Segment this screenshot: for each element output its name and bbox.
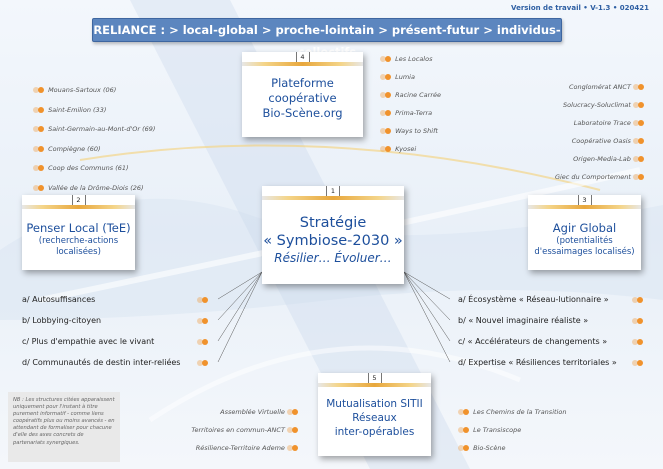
bullet-icon — [287, 445, 300, 451]
strategie-line1: Stratégie — [299, 215, 367, 231]
agir-title: Agir Global — [552, 221, 617, 235]
plateforme-box: 4 Plateforme coopérative Bio-Scène.org — [242, 52, 363, 137]
bullet-icon — [197, 360, 210, 366]
list-item: Saint-Germain-au-Mont-d'Or (69) — [33, 125, 155, 133]
bullet-icon — [33, 146, 46, 152]
right-strategy-d: d/ Expertise « Résiliences territoriales… — [458, 358, 617, 367]
penser-sub2: localisées) — [56, 247, 101, 257]
bullet-icon — [633, 156, 646, 162]
penser-sub1: (recherche-actions — [38, 236, 119, 246]
bullet-icon — [380, 92, 393, 98]
penser-local-box: 2 Penser Local (TeE) (recherche-actions … — [22, 195, 135, 270]
agir-sub1: (potentialités — [556, 236, 613, 246]
bullet-icon — [380, 110, 393, 116]
list-item: Lumia — [380, 73, 415, 81]
bullet-icon — [33, 165, 46, 171]
bullet-icon — [33, 185, 46, 191]
list-item: Coop des Communs (61) — [33, 164, 129, 172]
bullet-icon — [632, 297, 645, 303]
plateforme-line3: Bio-Scène.org — [262, 106, 343, 120]
left-strategy-a: a/ Autosuffisances — [22, 295, 96, 304]
bullet-icon — [458, 427, 471, 433]
plateforme-line2: coopérative — [268, 91, 337, 105]
list-item: Conglomérat ANCT — [569, 83, 646, 91]
list-item: Compiègne (60) — [33, 145, 101, 153]
bullet-icon — [632, 318, 645, 324]
box-stripe — [262, 196, 404, 200]
bullet-icon — [458, 409, 471, 415]
strategie-box: 1 Stratégie « Symbiose-2030 » Résilier… … — [262, 186, 404, 284]
list-item: Kyosei — [380, 145, 416, 153]
network-left-item: Résilience-Territoire Ademe — [196, 444, 300, 452]
bullet-icon — [633, 84, 646, 90]
penser-title: Penser Local (TeE) — [26, 221, 131, 235]
bullet-icon — [633, 174, 646, 180]
list-item: Saint-Emilion (33) — [33, 106, 106, 114]
strategie-line2: « Symbiose-2030 » — [263, 233, 403, 249]
bullet-icon — [287, 409, 300, 415]
bullet-icon — [33, 87, 46, 93]
version-label: Version de travail • V-1.3 • 020421 — [511, 4, 649, 12]
list-item: Les Localos — [380, 55, 432, 63]
left-strategy-b: b/ Lobbying-citoyen — [22, 316, 102, 325]
network-right-item: Les Chemins de la Transition — [458, 408, 566, 416]
list-item: Prima-Terra — [380, 109, 432, 117]
box-stripe — [528, 205, 641, 209]
right-strategy-a: a/ Écosystème « Réseau-lutionnaire » — [458, 295, 609, 304]
list-item: Mouans-Sartoux (06) — [33, 86, 116, 94]
bullet-icon — [632, 339, 645, 345]
box-stripe — [242, 62, 363, 66]
bullet-icon — [33, 126, 46, 132]
bullet-icon — [380, 146, 393, 152]
list-item: Origen-Media-Lab — [573, 155, 646, 163]
list-item: Giec du Comportement — [555, 173, 646, 181]
mutualisation-box: 5 Mutualisation SITII Réseaux inter-opér… — [318, 373, 431, 456]
bullet-icon — [287, 427, 300, 433]
right-strategy-c: c/ « Accélérateurs de changements » — [458, 337, 608, 346]
bullet-icon — [197, 339, 210, 345]
bullet-icon — [380, 128, 393, 134]
bullet-icon — [633, 102, 646, 108]
bullet-icon — [33, 107, 46, 113]
bullet-icon — [197, 318, 210, 324]
left-strategy-c: c/ Plus d'empathie avec le vivant — [22, 337, 155, 346]
list-item: Ways to Shift — [380, 127, 438, 135]
agir-global-box: 3 Agir Global (potentialités d'essaimage… — [528, 195, 641, 270]
network-right-item: Bio-Scène — [458, 444, 505, 452]
list-item: Coopérative Oasis — [572, 137, 646, 145]
bullet-icon — [197, 297, 210, 303]
box-stripe — [22, 205, 135, 209]
bullet-icon — [380, 74, 393, 80]
strategie-line3: Résilier… Évoluer… — [274, 251, 392, 265]
list-item: Laboratoire Trace — [574, 119, 646, 127]
mutualisation-line1: Mutualisation SITII — [326, 398, 423, 410]
note-box: NB : Les structures citées apparaissent … — [8, 392, 120, 462]
mutualisation-line3: inter-opérables — [334, 426, 415, 438]
list-item: Vallée de la Drôme-Diois (26) — [33, 184, 144, 192]
right-strategy-b: b/ « Nouvel imaginaire réaliste » — [458, 316, 589, 325]
bullet-icon — [633, 120, 646, 126]
mutualisation-line2: Réseaux — [352, 412, 397, 424]
list-item: Racine Carrée — [380, 91, 441, 99]
left-strategy-d: d/ Communautés de destin inter-reliées — [22, 358, 181, 367]
bullet-icon — [380, 56, 393, 62]
network-left-item: Territoires en commun-ANCT — [191, 426, 300, 434]
bullet-icon — [458, 445, 471, 451]
plateforme-line1: Plateforme — [271, 76, 334, 90]
agir-sub2: d'essaimages localisés) — [534, 247, 635, 257]
network-left-item: Assemblée Virtuelle — [220, 408, 300, 416]
network-right-item: Le Transiscope — [458, 426, 521, 434]
box-stripe — [318, 383, 431, 387]
bullet-icon — [633, 138, 646, 144]
bullet-icon — [632, 360, 645, 366]
list-item: Solucracy-Soluclimat — [563, 101, 646, 109]
